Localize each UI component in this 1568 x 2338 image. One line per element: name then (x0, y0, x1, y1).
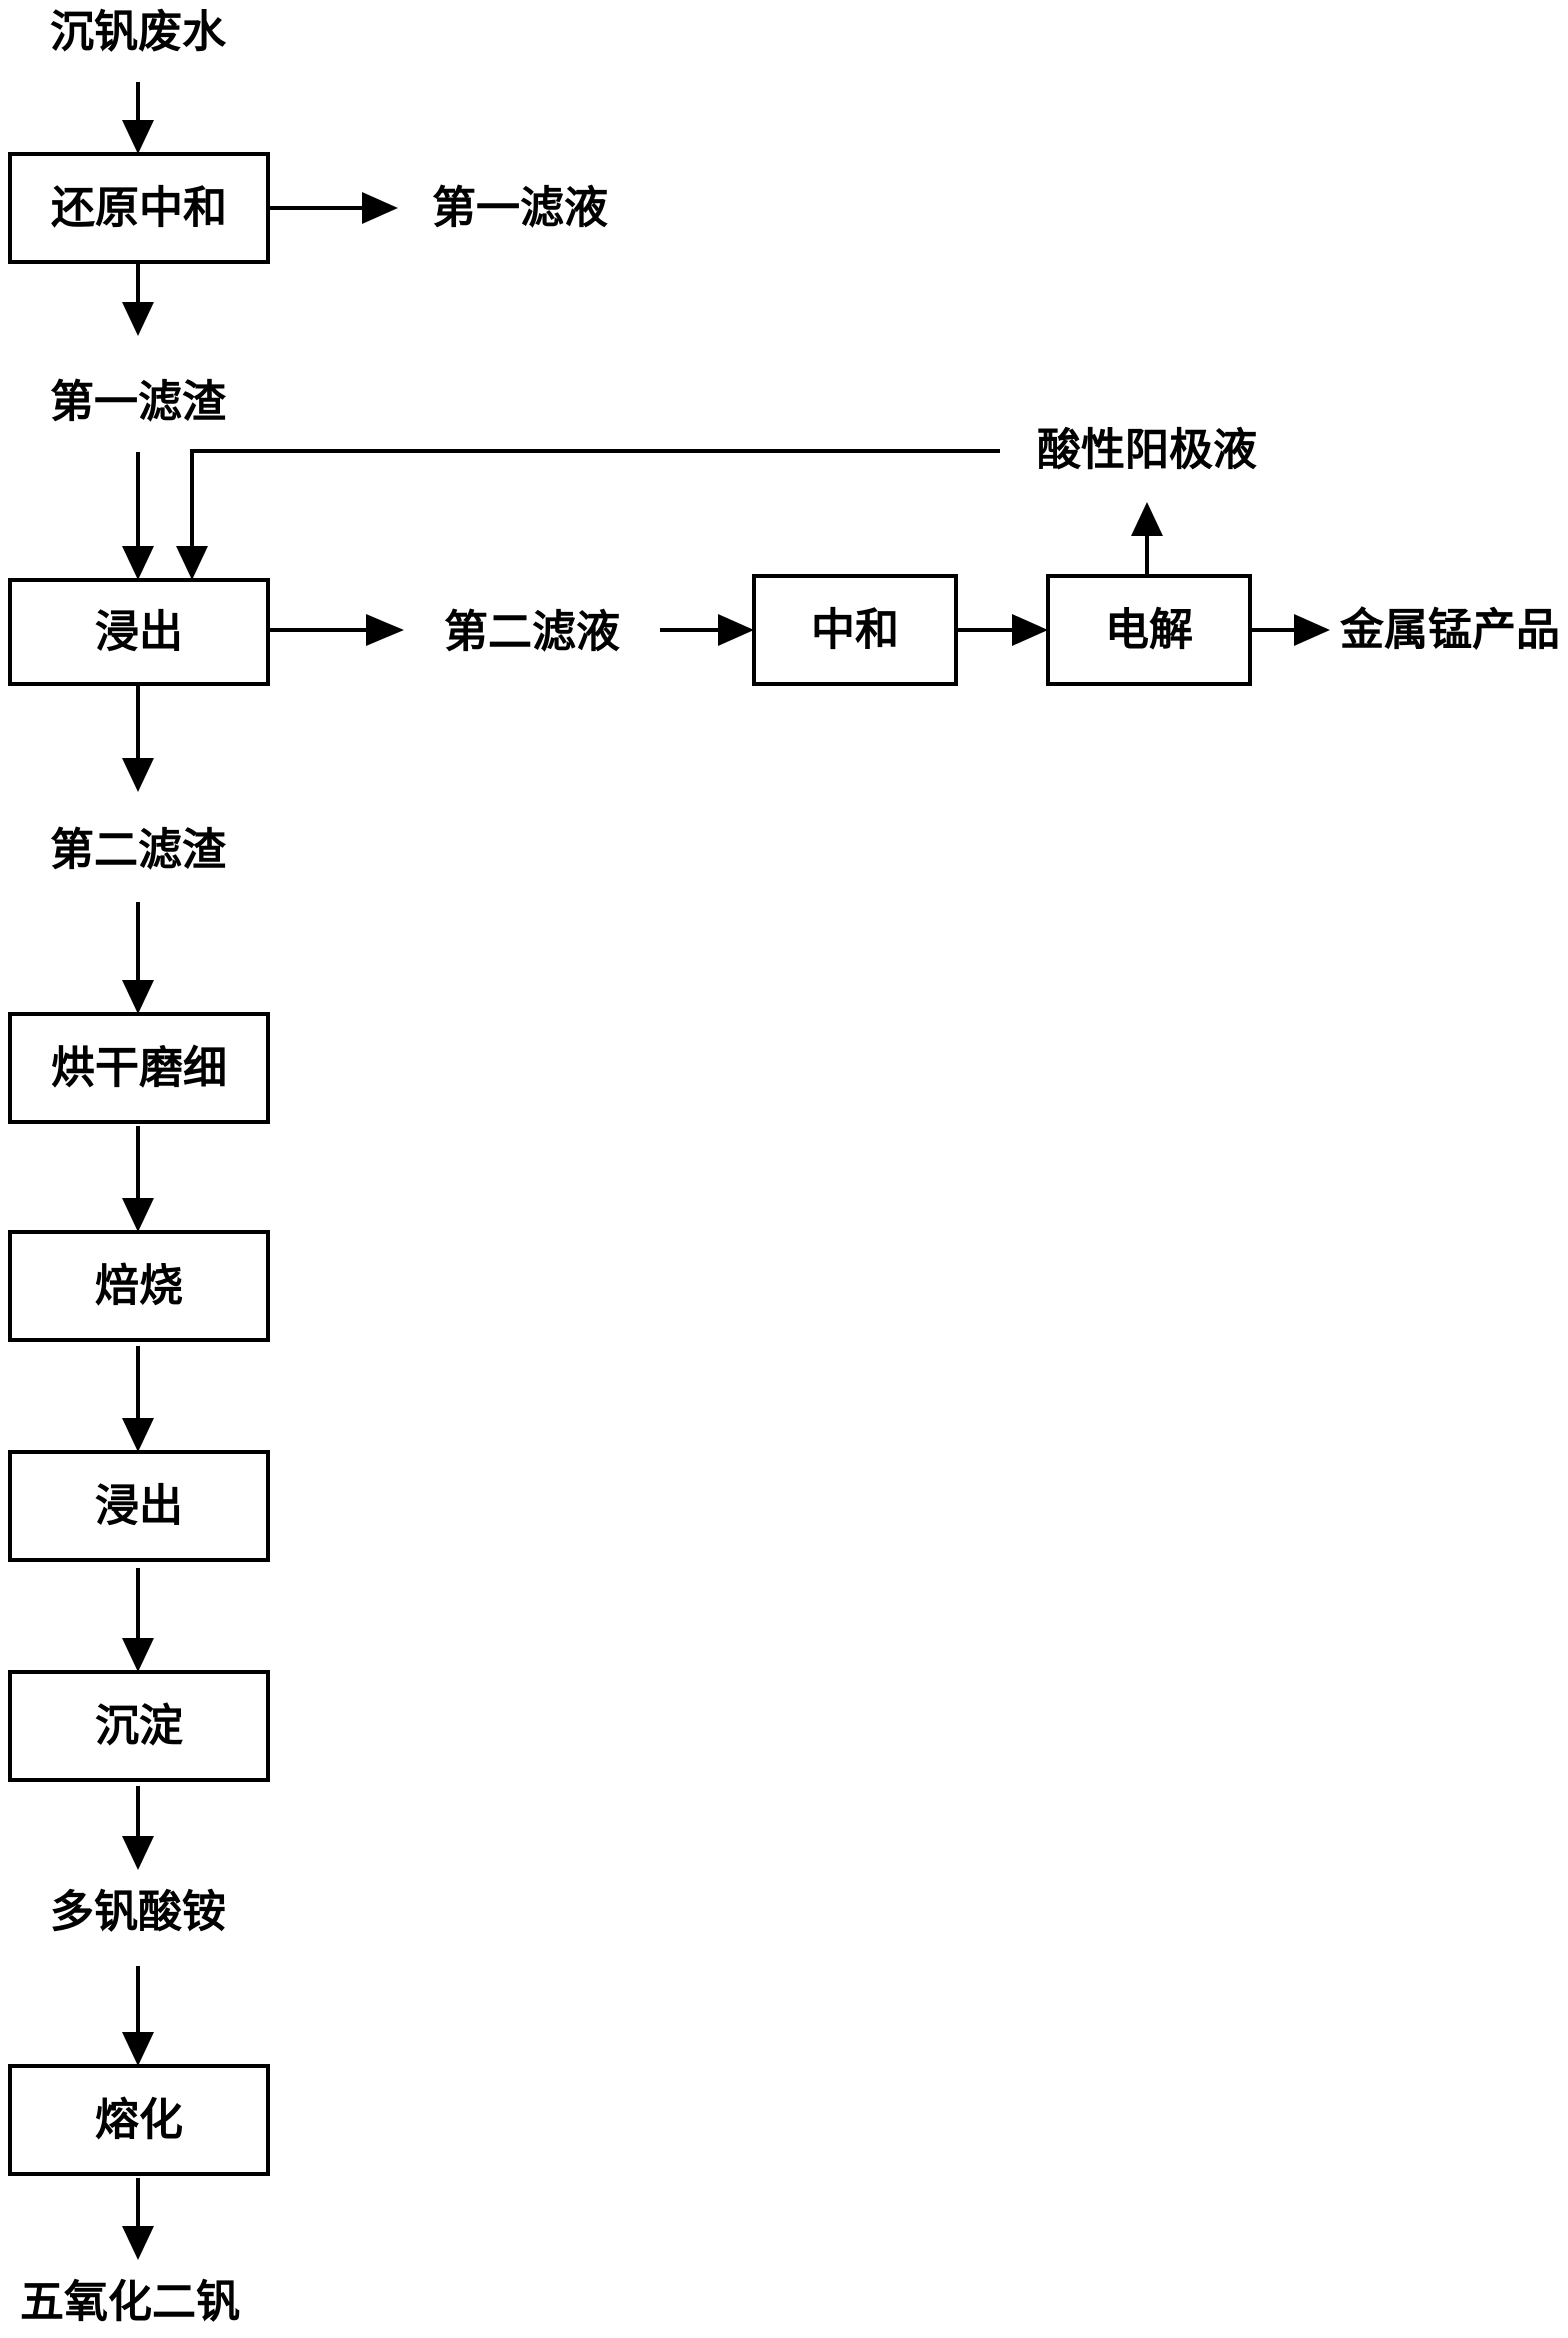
box-leaching-2 (8, 1450, 270, 1562)
arrow-down-icon (122, 1198, 154, 1232)
step-melting: 熔化 (95, 2095, 183, 2146)
arrow-right-icon (1012, 614, 1048, 646)
arrow-down-icon (122, 302, 154, 336)
connector-anolyte-recycle (190, 449, 1000, 548)
step-reduction-neutralization: 还原中和 (51, 183, 227, 234)
arrow-down-icon (122, 1836, 154, 1870)
arrow-down-icon (122, 546, 154, 580)
step-neutralization: 中和 (811, 605, 899, 656)
arrow-right-icon (366, 614, 404, 646)
step-roasting: 焙烧 (95, 1261, 183, 1312)
arrow-down-icon (122, 980, 154, 1014)
material-vanadium-wastewater: 沉钒废水 (50, 7, 227, 58)
step-labels: 还原中和 浸出 中和 电解 烘干磨细 焙烧 浸出 沉淀 熔化 (51, 183, 1193, 2146)
material-ammonium-polyvanadate: 多钒酸铵 (50, 1887, 226, 1938)
material-first-residue: 第一滤渣 (50, 377, 227, 428)
arrow-down-icon (122, 1638, 154, 1672)
flow-lines (136, 82, 1298, 2226)
box-leaching-1 (8, 578, 270, 686)
arrow-right-icon (1294, 614, 1330, 646)
box-electrolysis (1046, 574, 1252, 686)
material-second-residue: 第二滤渣 (50, 825, 227, 876)
step-drying-grinding: 烘干磨细 (51, 1043, 227, 1094)
step-leaching-2: 浸出 (95, 1481, 183, 1532)
material-labels: 沉钒废水 第一滤液 第一滤渣 酸性阳极液 第二滤液 金属锰产品 第二滤渣 多钒酸… (20, 7, 1560, 2328)
step-electrolysis: 电解 (1105, 605, 1193, 656)
step-precipitation: 沉淀 (95, 1701, 183, 1752)
arrow-right-icon (718, 614, 754, 646)
step-leaching-1: 浸出 (95, 607, 183, 658)
arrow-down-icon (122, 1418, 154, 1452)
material-second-filtrate: 第二滤液 (444, 607, 620, 658)
arrow-right-icon (362, 192, 398, 224)
arrow-heads (122, 120, 1330, 2260)
box-roasting (8, 1230, 270, 1342)
box-precipitation (8, 1670, 270, 1782)
arrow-down-icon (122, 2226, 154, 2260)
box-reduction-neutralization (8, 152, 270, 264)
arrow-down-icon (122, 758, 154, 792)
material-first-filtrate: 第一滤液 (432, 183, 608, 234)
arrow-down-icon (122, 2032, 154, 2066)
box-neutralization (752, 574, 958, 686)
material-manganese-product: 金属锰产品 (1339, 605, 1560, 656)
box-melting (8, 2064, 270, 2176)
arrow-down-icon (122, 120, 154, 154)
material-vanadium-pentoxide: 五氧化二钒 (20, 2277, 240, 2328)
arrow-down-icon (176, 546, 208, 580)
box-drying-grinding (8, 1012, 270, 1124)
material-acidic-anolyte: 酸性阳极液 (1037, 425, 1257, 476)
arrow-up-icon (1131, 502, 1163, 536)
process-boxes (8, 152, 1252, 2176)
